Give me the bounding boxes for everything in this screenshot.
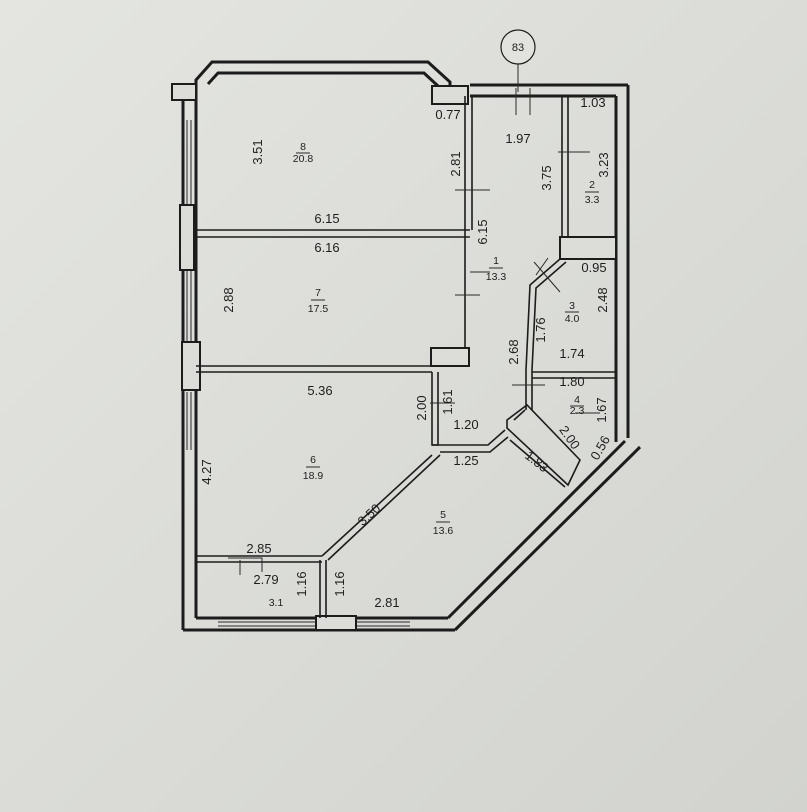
dim-1-03: 1.03	[580, 95, 605, 110]
room-4-area: 2.3	[570, 405, 585, 417]
room-4-number: 4	[574, 394, 580, 406]
dim-3-23: 3.23	[596, 152, 611, 177]
room-2-number: 2	[589, 179, 595, 191]
dim-0-95: 0.95	[581, 260, 606, 275]
bottom-windows	[218, 621, 410, 627]
dim-1-97: 1.97	[505, 131, 530, 146]
room-8-area: 20.8	[293, 153, 314, 165]
outer-wall-right	[614, 85, 630, 442]
room-5-area: 13.6	[433, 525, 454, 537]
outer-wall-diagonal	[446, 439, 642, 632]
room-8-number: 8	[300, 141, 306, 153]
room-3-area: 4.0	[565, 313, 580, 325]
dim-6-16: 6.16	[314, 240, 339, 255]
axis-marker-circle	[500, 29, 536, 65]
dim-1-74: 1.74	[559, 346, 584, 361]
room-2-area: 3.3	[585, 194, 600, 206]
room-6-number: 6	[310, 454, 316, 466]
dim-1-25: 1.25	[453, 453, 478, 468]
dim-2-81-top: 2.81	[448, 151, 463, 176]
outer-wall-top-right	[470, 83, 628, 98]
dim-2-88: 2.88	[221, 287, 236, 312]
dimension-ticks	[228, 88, 600, 575]
dim-5-36: 5.36	[307, 383, 332, 398]
dim-1-20: 1.20	[453, 417, 478, 432]
dim-3-51: 3.51	[250, 139, 265, 164]
dim-2-00-left: 2.00	[414, 395, 429, 420]
dim-3-50: 3.50	[355, 501, 384, 529]
dim-1-61: 1.61	[440, 389, 455, 414]
bay-window	[194, 60, 452, 96]
columns	[171, 83, 617, 631]
dim-6-15-b: 6.15	[475, 219, 490, 244]
dim-2-68: 2.68	[506, 339, 521, 364]
dim-1-76: 1.76	[533, 317, 548, 342]
dim-2-81-bottom: 2.81	[374, 595, 399, 610]
room-storage-area: 3.1	[269, 597, 284, 609]
dim-1-80: 1.80	[559, 374, 584, 389]
dim-1-16-a: 1.16	[294, 571, 309, 596]
left-windows	[186, 120, 192, 450]
room-1-number: 1	[493, 255, 499, 267]
room-6-area: 18.9	[303, 470, 324, 482]
axis-marker-label: 83	[512, 42, 524, 54]
dim-2-85: 2.85	[246, 541, 271, 556]
dim-3-75: 3.75	[539, 165, 554, 190]
dim-1-16-b: 1.16	[332, 571, 347, 596]
dimension-labels: 3.51 6.15 6.16 2.88 5.36 4.27 2.85 2.79 …	[199, 95, 613, 610]
dim-0-77: 0.77	[435, 107, 460, 122]
dim-1-67: 1.67	[594, 397, 609, 422]
dim-4-27: 4.27	[199, 459, 214, 484]
dim-6-15-a: 6.15	[314, 211, 339, 226]
dim-2-79: 2.79	[253, 572, 278, 587]
room-1-area: 13.3	[486, 271, 507, 283]
room-7-number: 7	[315, 287, 321, 299]
dim-2-48: 2.48	[595, 287, 610, 312]
room-3-number: 3	[569, 300, 575, 312]
room-5-number: 5	[440, 509, 446, 521]
room-labels: 8 20.8 7 17.5 6 18.9 5 13.6 1 13.3 2 3.3…	[269, 141, 600, 609]
outer-walls	[181, 60, 642, 632]
room-7-area: 17.5	[308, 303, 329, 315]
interior-walls	[196, 96, 616, 618]
dim-2-00-angled: 2.00	[556, 423, 583, 452]
axis-marker: 83	[500, 29, 536, 92]
